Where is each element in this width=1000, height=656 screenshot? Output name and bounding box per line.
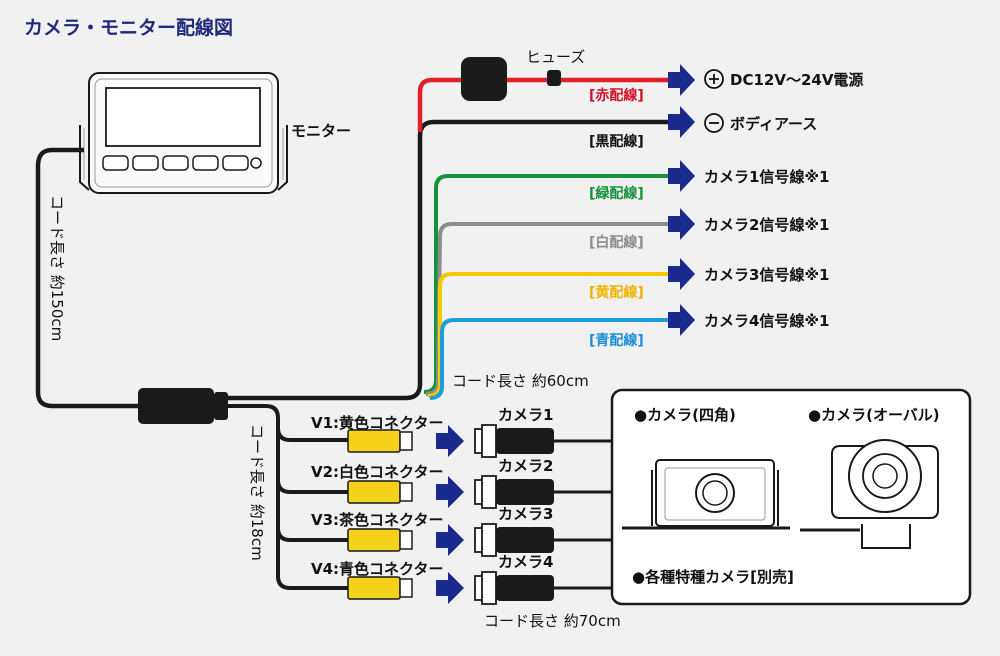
harness-connector — [138, 388, 228, 424]
wire-red — [417, 77, 464, 132]
rca-plug-v1 — [347, 429, 413, 453]
monitor-button — [102, 155, 129, 171]
wire-tag-green: [緑配線] — [589, 185, 644, 202]
dest-ground: ボディアース — [730, 115, 817, 133]
rca-plug-v4 — [347, 576, 413, 600]
wire-black — [226, 119, 670, 401]
camera-square-label: ●カメラ(四角) — [634, 406, 736, 424]
dest-camera1-signal: カメラ1信号線※1 — [704, 168, 829, 186]
monitor-cord — [35, 147, 140, 409]
camera-plug-3 — [474, 523, 554, 557]
camera-label-4: カメラ4 — [498, 553, 553, 571]
camera-note: ●各種特種カメラ[別売] — [632, 568, 794, 586]
diagram-title: カメラ・モニター配線図 — [24, 16, 233, 39]
arrow-icon — [436, 425, 464, 604]
connector-label-v4: V4:青色コネクター — [311, 560, 443, 578]
camera-oval-label: ●カメラ(オーバル) — [808, 406, 940, 424]
connector-label-v3: V3:茶色コネクター — [311, 511, 443, 529]
wire-yellow — [427, 272, 670, 398]
oval-camera-icon — [800, 439, 939, 549]
dest-camera2-signal: カメラ2信号線※1 — [704, 216, 829, 234]
connector-cord-length: コード長さ 約18cm — [248, 424, 266, 561]
connector-label-v2: V2:白色コネクター — [311, 463, 443, 481]
monitor-cord-length: コード長さ 約150cm — [48, 195, 66, 341]
dest-camera4-signal: カメラ4信号線※1 — [704, 312, 829, 330]
square-camera-icon — [622, 459, 790, 530]
camera-plug-2 — [474, 475, 554, 509]
camera-label-2: カメラ2 — [498, 457, 553, 475]
camera-label-3: カメラ3 — [498, 505, 553, 523]
fuse-icon — [547, 70, 561, 86]
dest-power: DC12V〜24V電源 — [730, 71, 863, 89]
arrow-icon — [668, 64, 695, 336]
camera-plug-1 — [474, 424, 554, 458]
wire-tag-black: [黒配線] — [589, 133, 644, 150]
monitor-button — [132, 155, 159, 171]
camera-plug-4 — [474, 571, 554, 605]
monitor-label: モニター — [291, 122, 351, 140]
wire-tag-yellow: [黄配線] — [589, 284, 644, 301]
connector-label-v1: V1:黄色コネクター — [311, 414, 443, 432]
minus-icon — [704, 113, 724, 133]
wire-white — [425, 222, 670, 396]
rca-plug-v2 — [347, 480, 413, 504]
monitor — [79, 72, 288, 194]
camera-cord-length: コード長さ 約70cm — [484, 612, 621, 630]
monitor-button — [192, 155, 219, 171]
wire-green — [423, 174, 670, 394]
plus-icon — [704, 69, 724, 89]
harness-cord-length: コード長さ 約60cm — [452, 372, 589, 390]
fuse-label: ヒューズ — [526, 48, 585, 66]
fuse-holder — [461, 57, 507, 101]
wire-blue — [429, 318, 670, 400]
monitor-screen — [105, 87, 261, 147]
wire-tag-white: [白配線] — [589, 234, 644, 251]
monitor-button — [162, 155, 189, 171]
rca-plug-v3 — [347, 528, 413, 552]
dest-camera3-signal: カメラ3信号線※1 — [704, 266, 829, 284]
connector-trunk — [226, 404, 280, 578]
camera-label-1: カメラ1 — [498, 406, 553, 424]
wire-tag-red: [赤配線] — [589, 87, 644, 104]
monitor-power-led — [250, 157, 262, 169]
wire-tag-blue: [青配線] — [589, 332, 644, 349]
monitor-button — [222, 155, 249, 171]
